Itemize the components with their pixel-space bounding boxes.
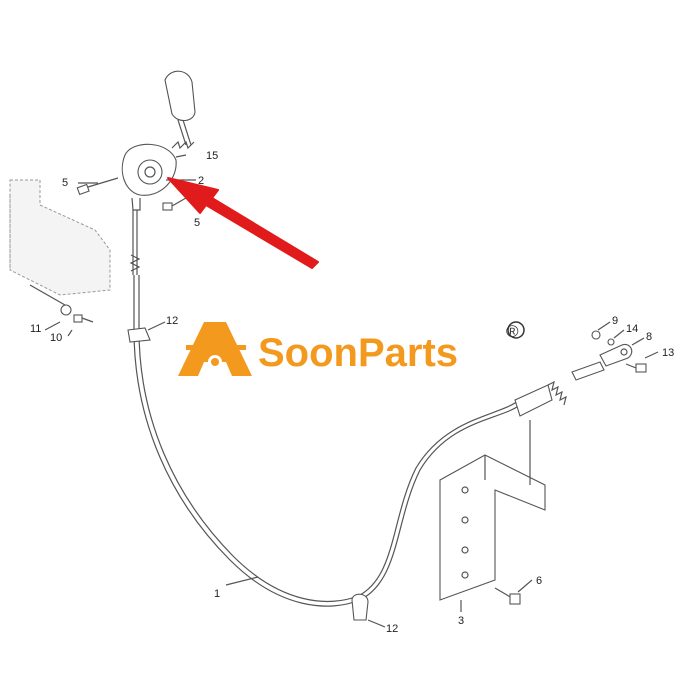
bolts-part-10-11 xyxy=(29,284,94,323)
brand-name: SoonParts xyxy=(258,331,458,375)
callout-1: 1 xyxy=(214,588,220,600)
cable-end-fitting xyxy=(514,361,605,417)
callout-5-left: 5 xyxy=(62,177,68,189)
soonparts-logo-mark xyxy=(178,322,252,376)
callout-13: 13 xyxy=(662,347,674,359)
bolt-part-5-right xyxy=(162,197,187,211)
callout-14: 14 xyxy=(626,323,638,335)
callout-10: 10 xyxy=(50,332,62,344)
callout-12-upper: 12 xyxy=(166,315,178,327)
bolt-part-5-left xyxy=(76,177,119,196)
callout-2: 2 xyxy=(198,175,204,187)
callout-5-right: 5 xyxy=(194,217,200,229)
registered-mark-circle xyxy=(507,321,525,339)
callout-9: 9 xyxy=(612,315,618,327)
nut-part-9 xyxy=(591,330,601,340)
bracket-part-3 xyxy=(439,420,546,601)
shift-lever xyxy=(121,70,196,211)
bolt-part-13 xyxy=(625,363,647,373)
callout-6: 6 xyxy=(536,575,542,587)
leader-lines xyxy=(44,154,659,628)
rod-end-part-8 xyxy=(599,343,633,367)
highlight-arrow xyxy=(167,177,319,269)
clamp-part-12-lower xyxy=(351,593,369,621)
callout-3: 3 xyxy=(458,615,464,627)
callout-8: 8 xyxy=(646,331,652,343)
registered-mark: ® xyxy=(506,322,519,341)
callout-11: 11 xyxy=(30,323,41,335)
cable-upper-section xyxy=(129,210,141,275)
control-cable-part-1 xyxy=(133,275,521,607)
soonparts-logo: SoonParts ® xyxy=(178,321,525,376)
callout-12-lower: 12 xyxy=(386,623,398,635)
callout-15: 15 xyxy=(206,150,218,162)
spring-part-15 xyxy=(171,140,195,150)
bolt-part-6 xyxy=(494,587,521,605)
clamp-part-12-upper xyxy=(127,327,151,343)
washer-part-14 xyxy=(607,338,615,346)
mounting-plate-faint xyxy=(9,179,111,296)
